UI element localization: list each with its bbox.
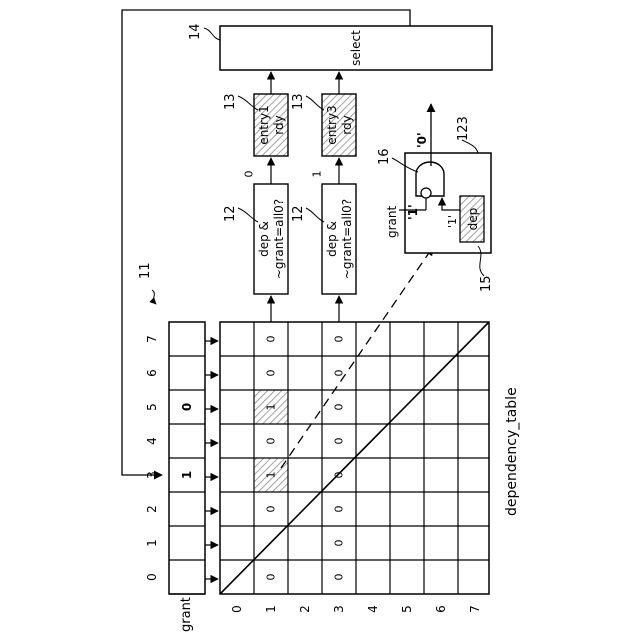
ref-12-a: 12 (223, 205, 238, 222)
dependency-table: 0 0 1 0 1 0 0 0 0 0 0 0 0 0 0 0 1 2 3 4 5 6 7 (220, 322, 489, 613)
table-cell-value: 0 (333, 472, 346, 479)
row-index: 5 (400, 605, 414, 613)
ref-12-b: 12 (291, 205, 306, 222)
logic-output-value: 1 (311, 171, 324, 178)
row-index: 1 (264, 605, 278, 613)
ref-16: 16 (377, 148, 392, 165)
row-index: 7 (468, 605, 482, 613)
logic-blocks: dep &~grant=all0?0dep &~grant=all0?1 (243, 158, 357, 322)
column-index: 6 (145, 369, 159, 377)
table-cell-value: 0 (333, 404, 346, 411)
column-index: 7 (145, 335, 159, 343)
inset-zero-label: '0' (415, 132, 429, 148)
table-cell-value: 1 (265, 404, 278, 411)
table-cell-value: 0 (333, 370, 346, 377)
ref-12-b-leader (306, 208, 324, 222)
column-index: 5 (145, 403, 159, 411)
ready-line1: entry1 (257, 105, 271, 144)
inset-dep-label: dep (466, 208, 480, 231)
grant-row: 1001234567 (145, 322, 218, 594)
table-cell-value: 0 (333, 540, 346, 547)
column-index: 1 (145, 539, 159, 547)
table-cell-value: 0 (333, 438, 346, 445)
ready-line2: rdy (340, 115, 354, 134)
row-index: 2 (298, 605, 312, 613)
grant-row-label: grant (179, 597, 194, 632)
enlarged-cell: 123 '0' grant '1' dep '1' 16 15 (377, 104, 494, 292)
logic-line1: dep & (325, 221, 339, 257)
column-index: 0 (145, 573, 159, 581)
table-cell-value: 0 (265, 574, 278, 581)
row-index: 4 (366, 605, 380, 613)
table-cell-value: 0 (265, 336, 278, 343)
row-index: 6 (434, 605, 448, 613)
inset-one-a: '1' (406, 204, 420, 220)
inset-grant-label: grant (385, 205, 399, 238)
ready-blocks: entry1rdyentry3rdy (254, 72, 356, 156)
column-index: 4 (145, 437, 159, 445)
select-label: select (349, 30, 363, 66)
logic-line2: ~grant=all0? (272, 199, 286, 279)
inverter-bubble (421, 188, 431, 198)
table-name-label: dependency_table (504, 387, 520, 516)
logic-line1: dep & (257, 221, 271, 257)
table-cell-value: 0 (333, 574, 346, 581)
ref-11: 11 (138, 262, 153, 279)
row-index: 3 (332, 605, 346, 613)
table-cell-value: 0 (265, 370, 278, 377)
ref-14-leader (204, 28, 220, 40)
logic-output-value: 0 (243, 171, 256, 178)
ref-11-leader (152, 290, 156, 304)
ref-13-b-leader (306, 96, 324, 110)
table-cell-value: 1 (265, 472, 278, 479)
ref-15: 15 (479, 275, 494, 292)
ref-13-a: 13 (223, 93, 238, 110)
logic-line2: ~grant=all0? (340, 199, 354, 279)
grant-value: 1 (180, 471, 194, 479)
column-index: 2 (145, 505, 159, 513)
table-cell-value: 0 (333, 506, 346, 513)
table-cell-value: 0 (265, 438, 278, 445)
ref-14: 14 (188, 23, 203, 40)
enlarge-pointer (281, 247, 433, 468)
ready-line2: rdy (272, 115, 286, 134)
grant-value: 0 (180, 403, 194, 411)
ref-13-b: 13 (291, 93, 306, 110)
row-index: 0 (230, 605, 244, 613)
ref-123: 123 (456, 116, 471, 141)
table-cell-value: 0 (333, 336, 346, 343)
table-cell-value: 0 (265, 506, 278, 513)
inset-one-b: '1' (446, 215, 459, 228)
ready-line1: entry3 (325, 105, 339, 144)
